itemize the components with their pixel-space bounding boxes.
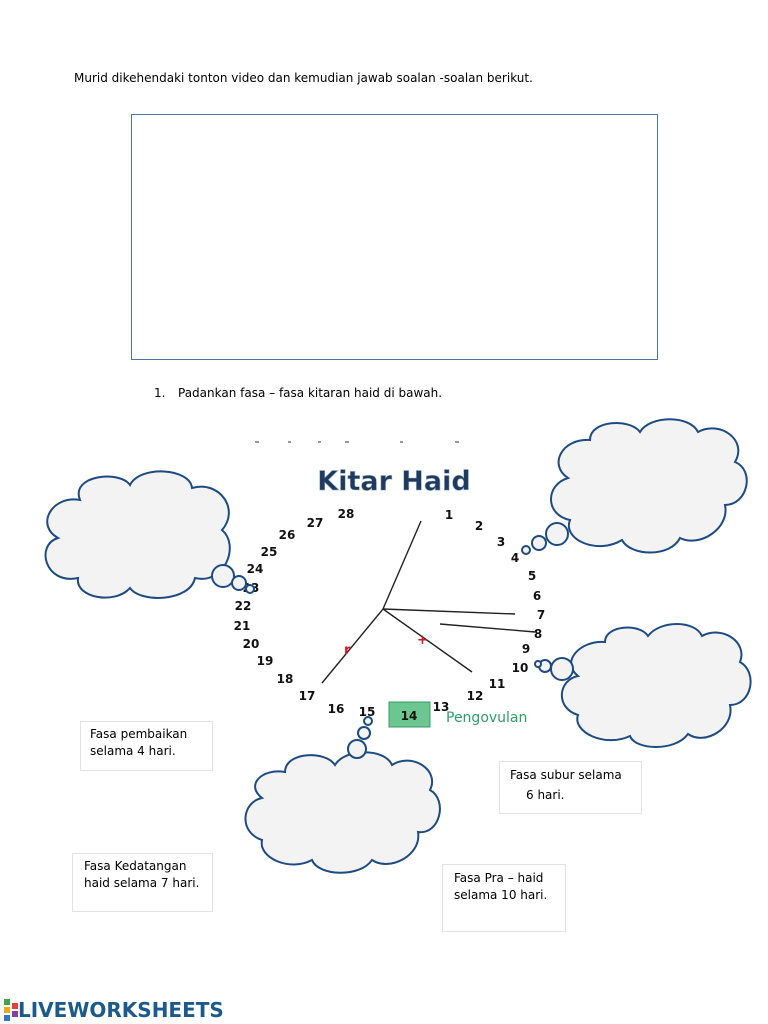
cycle-day-25: 25 — [261, 545, 278, 559]
cycle-day-17: 17 — [299, 689, 316, 703]
answer-card-premenstrual-phase[interactable]: Fasa Pra – haid selama 10 hari. — [442, 864, 566, 932]
cycle-day-5: 5 — [528, 569, 536, 583]
hand-to-day-7 — [382, 608, 516, 615]
liveworksheets-logo-icon — [4, 999, 18, 1021]
cycle-day-21: 21 — [234, 619, 251, 633]
video-embed-frame[interactable] — [131, 114, 658, 360]
ovulation-label: Pengovulan — [446, 710, 527, 726]
question-number: 1. — [154, 386, 166, 400]
cycle-day-13: 13 — [433, 700, 450, 714]
thought-cloud-left[interactable] — [44, 470, 255, 599]
hand-to-day-17 — [321, 608, 384, 684]
ovulation-day-box — [388, 701, 431, 728]
cycle-day-24: 24 — [247, 562, 264, 576]
cycle-day-6: 6 — [533, 589, 541, 603]
cycle-day-7: 7 — [537, 608, 545, 622]
answer-card-line: Fasa subur selama — [510, 768, 622, 782]
answer-card-line: haid selama 7 hari. — [84, 876, 200, 890]
thought-cloud-mid-right[interactable] — [534, 623, 752, 748]
answer-card-line: selama 4 hari. — [90, 744, 176, 758]
cycle-day-16: 16 — [328, 702, 345, 716]
cycle-day-12: 12 — [467, 689, 484, 703]
question-text: Padankan fasa – fasa kitaran haid di baw… — [178, 386, 443, 400]
answer-card-line: Fasa Pra – haid — [454, 871, 544, 885]
hand-to-day-1 — [382, 520, 422, 610]
cycle-day-27: 27 — [307, 516, 324, 530]
cycle-day-3: 3 — [497, 535, 505, 549]
cycle-day-15: 15 — [359, 705, 376, 719]
answer-card-fertile-phase[interactable]: Fasa subur selama 6 hari. — [499, 761, 642, 814]
thought-cloud-bottom[interactable] — [244, 716, 441, 874]
cycle-day-28: 28 — [338, 507, 355, 521]
cycle-day-8: 8 — [534, 627, 542, 641]
question-1: 1. Padankan fasa – fasa kitaran haid di b… — [154, 386, 442, 400]
hand-to-day-11 — [382, 608, 473, 673]
clock-hands — [321, 520, 536, 684]
red-marker-right: + — [417, 633, 428, 648]
cycle-day-10: 10 — [512, 661, 529, 675]
answer-card-line: selama 10 hari. — [454, 888, 548, 902]
answer-card-repair-phase[interactable]: Fasa pembaikan selama 4 hari. — [80, 721, 213, 771]
cycle-day-9: 9 — [522, 642, 530, 656]
cycle-day-22: 22 — [235, 599, 252, 613]
cycle-day-1: 1 — [445, 508, 453, 522]
red-marker-left: r — [344, 643, 351, 658]
diagram-title: Kitar Haid — [317, 466, 470, 497]
thought-cloud-top-right[interactable] — [521, 418, 748, 555]
logo-text: LIVEWORKSHEETS — [18, 998, 224, 1022]
cycle-day-2: 2 — [475, 519, 483, 533]
cycle-day-numbers: 1234567891011121315161718192021222324252… — [234, 507, 546, 719]
liveworksheets-logo: LIVEWORKSHEETS — [4, 997, 224, 1023]
answer-card-line: Fasa Kedatangan — [84, 859, 187, 873]
cycle-day-20: 20 — [243, 637, 260, 651]
ovulation-day-number: 14 — [401, 709, 418, 723]
scan-artifact — [255, 441, 459, 443]
instruction-text: Murid dikehendaki tonton video dan kemud… — [74, 71, 533, 85]
cycle-day-4: 4 — [511, 551, 519, 565]
cycle-day-11: 11 — [489, 677, 506, 691]
answer-card-menstruation-phase[interactable]: Fasa Kedatangan haid selama 7 hari. — [72, 853, 213, 912]
answer-card-line: Fasa pembaikan — [90, 727, 188, 741]
cycle-day-19: 19 — [257, 654, 274, 668]
hand-to-day-8 — [439, 623, 536, 633]
cycle-day-18: 18 — [277, 672, 294, 686]
cycle-day-26: 26 — [279, 528, 296, 542]
answer-card-line: 6 hari. — [526, 788, 565, 802]
